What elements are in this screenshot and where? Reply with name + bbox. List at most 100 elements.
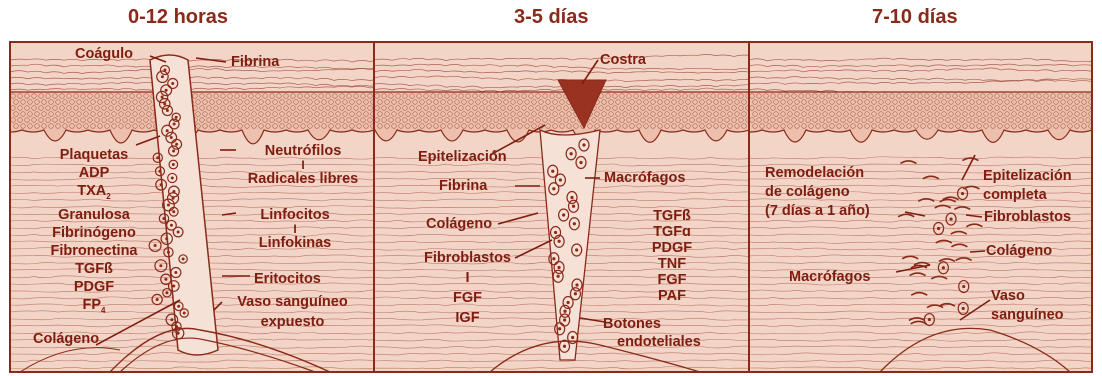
label-fibroblastos-2: Fibroblastos	[410, 250, 525, 266]
title-0-12-horas: 0-12 horas	[128, 6, 228, 29]
label-epitelizacion-completa: Epitelización completa	[983, 168, 1072, 203]
label-periodo: (7 días a 1 año)	[765, 203, 870, 219]
cell-nucleus	[167, 204, 170, 207]
label-linfokinas: Linfokinas	[240, 235, 350, 251]
cell-nucleus	[566, 301, 569, 304]
label-fibronectina: Fibronectina	[24, 243, 164, 259]
cell-nucleus	[570, 196, 573, 199]
label-remodelacion-1: Remodelación	[765, 165, 870, 181]
cell-nucleus	[170, 224, 173, 227]
cell-nucleus	[172, 197, 175, 200]
cell-nucleus	[183, 312, 186, 315]
cell-nucleus	[557, 275, 560, 278]
label-de-colageno: de colágeno	[765, 184, 870, 200]
label-vaso-1: Vaso sanguíneo	[220, 294, 365, 310]
title-3-5-dias: 3-5 días	[514, 6, 588, 29]
cell-nucleus	[167, 251, 170, 254]
cell-nucleus	[949, 217, 952, 220]
label-botones-1: Botones	[603, 316, 701, 332]
cell-nucleus	[551, 170, 554, 173]
label-fp4: FP4	[24, 297, 164, 319]
cell-nucleus	[177, 305, 180, 308]
label-remodelacion: Remodelación de colágeno (7 días a 1 año…	[765, 165, 870, 219]
cell-nucleus	[164, 278, 167, 281]
cell-nucleus	[579, 161, 582, 164]
cell-nucleus	[174, 271, 177, 274]
cell-nucleus	[171, 177, 174, 180]
label-botones: Botones endoteliales	[603, 316, 701, 350]
label-sep-1: I	[236, 159, 370, 171]
cell-nucleus	[161, 96, 164, 99]
label-sanguineo-3: sanguíneo	[991, 307, 1064, 323]
cell-nucleus	[552, 257, 555, 260]
label-adp: ADP	[24, 165, 164, 181]
label-fibroblastos-group: Fibroblastos I FGF IGF	[410, 250, 525, 326]
cell-nucleus	[558, 327, 561, 330]
label-granulosa: Granulosa	[24, 207, 164, 223]
label-factor-tgfa: TGFɑ	[632, 224, 712, 240]
label-factor-fgf: FGF	[632, 272, 712, 288]
label-fibrina-1: Fibrina	[231, 54, 279, 70]
label-factor-tnf: TNF	[632, 256, 712, 272]
cell-nucleus	[163, 102, 166, 105]
label-macrofagos-2: Macrófagos	[604, 170, 685, 186]
label-sep-2: I	[240, 223, 350, 235]
label-fp: FP	[83, 297, 102, 313]
label-completa: completa	[983, 187, 1072, 203]
label-vaso-3: Vaso	[991, 288, 1064, 304]
title-7-10-dias: 7-10 días	[872, 6, 958, 29]
label-radicales: Radicales libres	[236, 171, 370, 187]
label-txa: TXA	[77, 183, 106, 199]
cell-nucleus	[165, 237, 168, 240]
label-coagulo: Coágulo	[75, 46, 133, 62]
label-colageno-2: Colágeno	[426, 216, 492, 232]
cell-nucleus	[177, 231, 180, 234]
label-plaquetas-list: Plaquetas ADP TXA2 Granulosa Fibrinógeno…	[24, 147, 164, 319]
cell-nucleus	[571, 336, 574, 339]
cell-nucleus	[554, 231, 557, 234]
cell-nucleus	[172, 163, 175, 166]
cell-nucleus	[172, 210, 175, 213]
label-fibroblastos-3: Fibroblastos	[984, 209, 1071, 225]
cell-nucleus	[570, 152, 573, 155]
label-vaso-expuesto: Vaso sanguíneo expuesto	[220, 294, 365, 330]
cell-nucleus	[563, 318, 566, 321]
cell-nucleus	[557, 266, 560, 269]
label-txa-sub: 2	[106, 192, 110, 201]
label-sep-3: I	[410, 270, 525, 286]
label-epitelizacion-2: Epitelización	[418, 149, 507, 165]
label-colageno-1: Colágeno	[33, 331, 99, 347]
cell-nucleus	[552, 187, 555, 190]
cell-nucleus	[175, 143, 178, 146]
label-costra: Costra	[600, 52, 646, 68]
leader-line	[970, 251, 985, 252]
label-factors-list: TGFß TGFɑ PDGF TNF FGF PAF	[632, 208, 712, 304]
label-macrofagos-3: Macrófagos	[789, 269, 870, 285]
cell-nucleus	[559, 178, 562, 181]
label-epitelizacion-3: Epitelización	[983, 168, 1072, 184]
label-endoteliales: endoteliales	[617, 334, 701, 350]
label-linfocitos: Linfocitos	[240, 207, 350, 223]
cell-nucleus	[582, 143, 585, 146]
label-neutrofilos: Neutrófilos	[236, 143, 370, 159]
label-eritocitos: Eritocitos	[254, 271, 321, 287]
cell-nucleus	[172, 285, 175, 288]
cell-nucleus	[165, 89, 168, 92]
cell-nucleus	[182, 258, 185, 261]
cell-nucleus	[575, 248, 578, 251]
label-igf: IGF	[410, 310, 525, 326]
cell-nucleus	[175, 116, 178, 119]
cell-nucleus	[558, 240, 561, 243]
label-plaquetas: Plaquetas	[24, 147, 164, 163]
cell-nucleus	[574, 292, 577, 295]
label-factor-paf: PAF	[632, 288, 712, 304]
label-factor-tgfb: TGFß	[632, 208, 712, 224]
cell-nucleus	[166, 129, 169, 132]
label-vaso-sanguineo-3: Vaso sanguíneo	[991, 288, 1064, 323]
label-pdgf-1: PDGF	[24, 279, 164, 295]
cell-nucleus	[165, 291, 168, 294]
cell-nucleus	[562, 213, 565, 216]
cell-nucleus	[177, 332, 180, 335]
cell-nucleus	[170, 136, 173, 139]
